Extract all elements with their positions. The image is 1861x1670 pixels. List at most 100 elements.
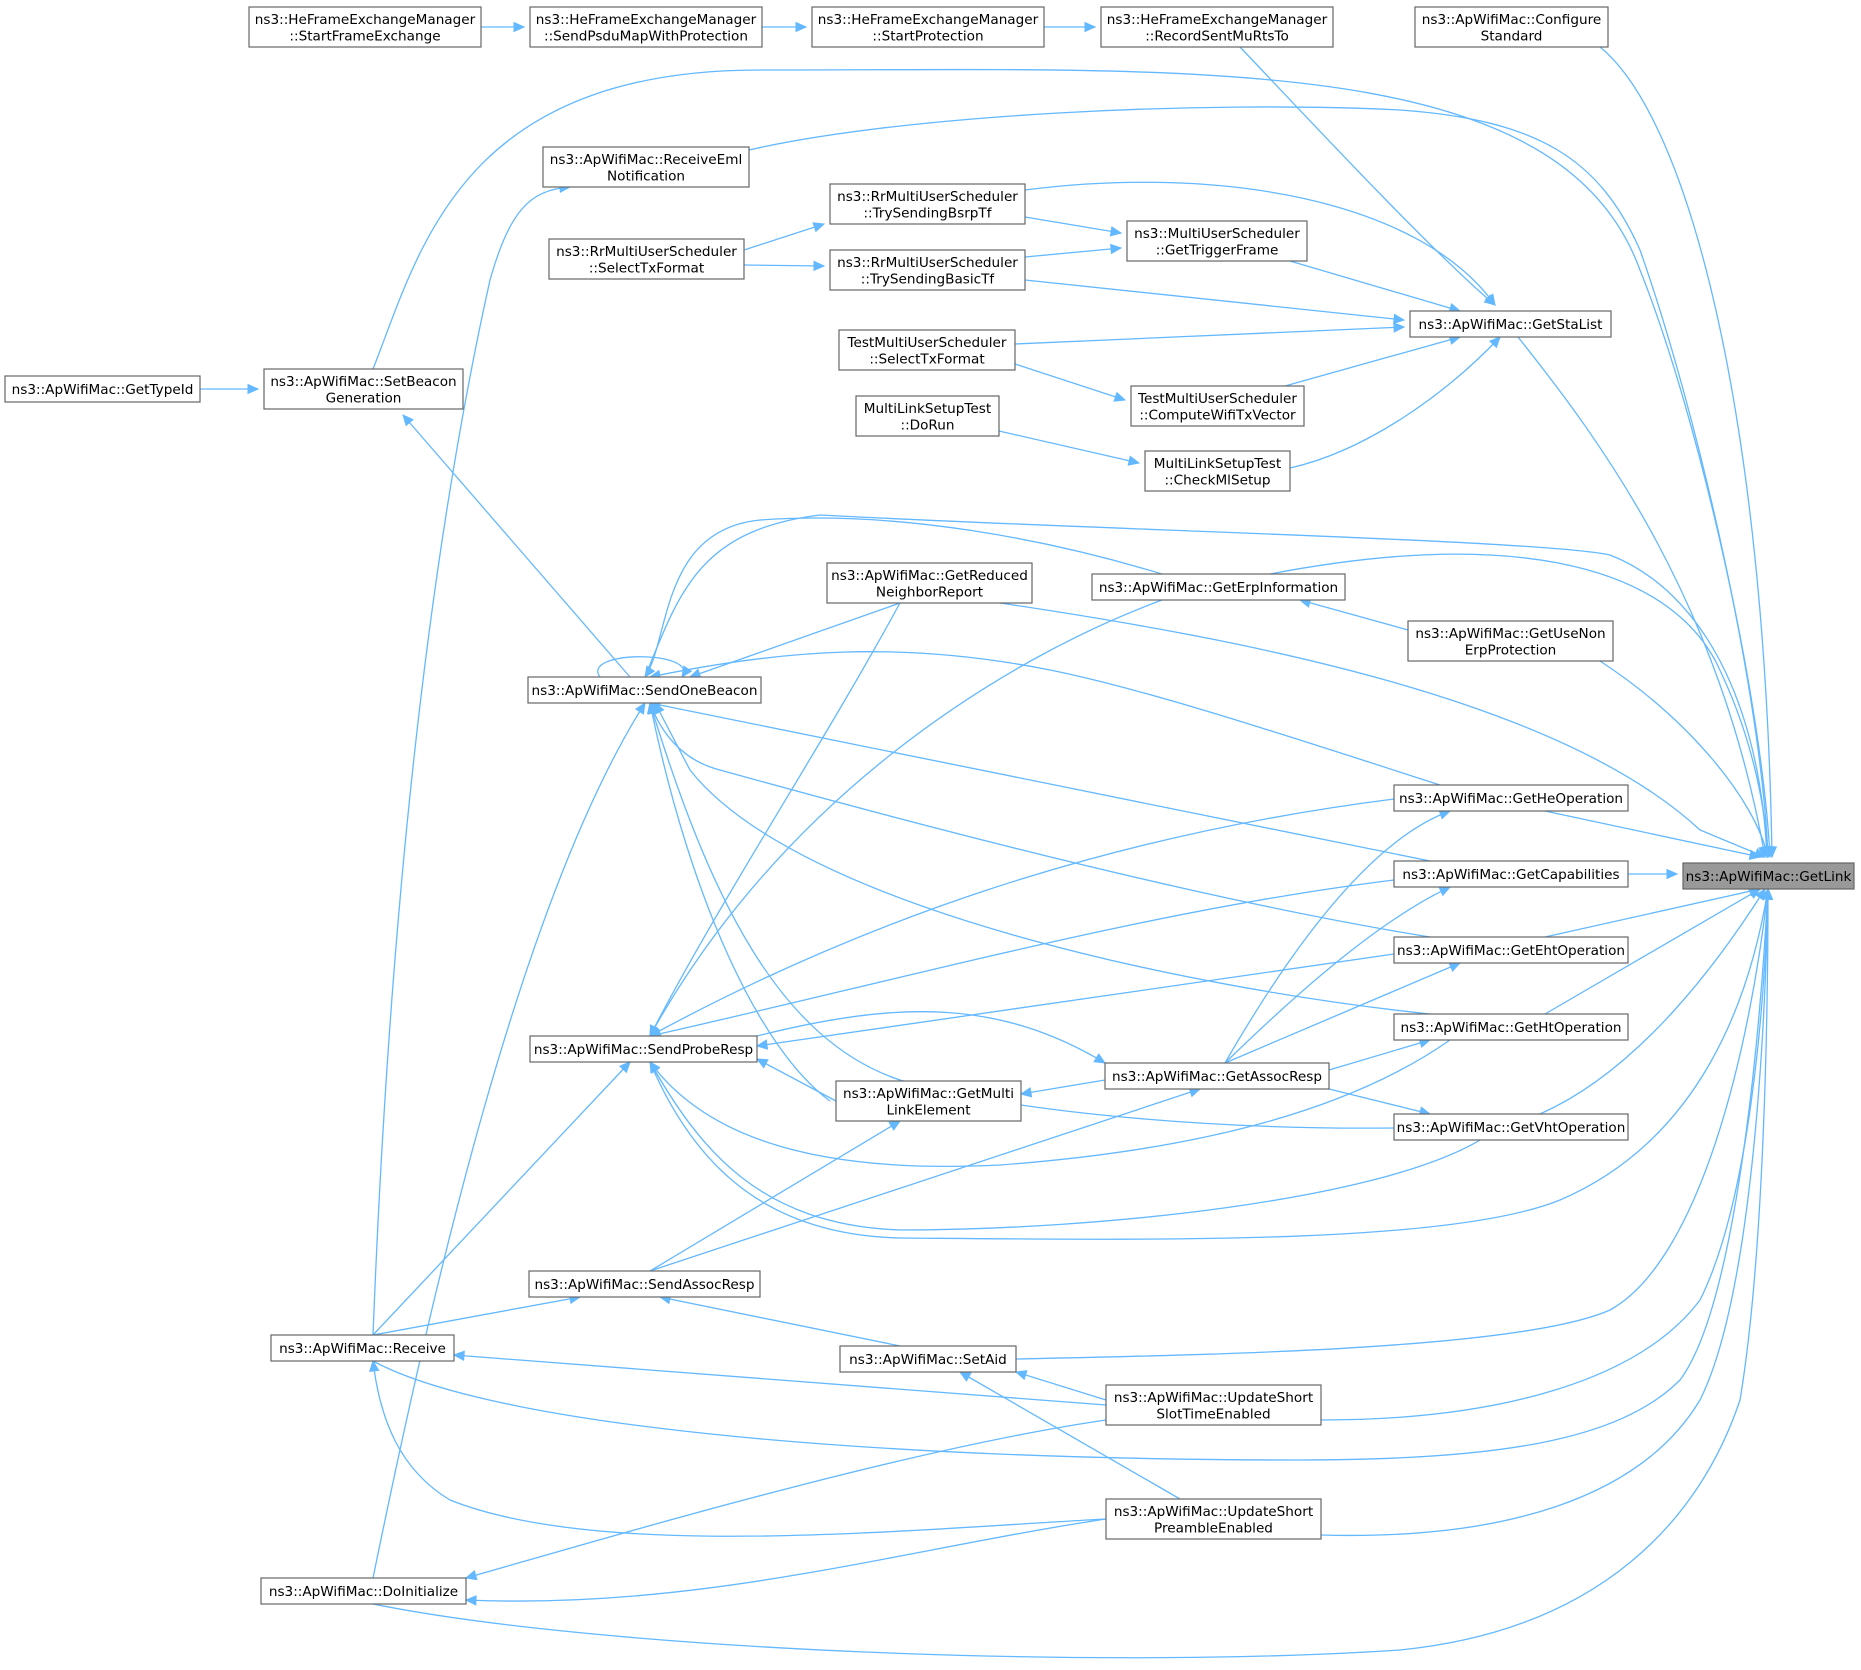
edge-line (1544, 810, 1761, 858)
node-getvhtop[interactable]: ns3::ApWifiMac::GetVhtOperation (1393, 1113, 1629, 1141)
edge-arrowhead (464, 1570, 478, 1581)
edge-line (372, 888, 1769, 1461)
node-doinit[interactable]: ns3::ApWifiMac::DoInitialize (260, 1577, 467, 1605)
call-edge-sendassoc-to-getmulti (649, 1120, 902, 1272)
node-mlst_check[interactable]: MultiLinkSetupTest::CheckMlSetup (1144, 450, 1291, 492)
edge-arrowhead (755, 1058, 769, 1069)
node-box (1105, 1384, 1322, 1426)
edge-arrowhead (1438, 886, 1452, 897)
node-test_compute[interactable]: TestMultiUserScheduler::ComputeWifiTxVec… (1130, 385, 1305, 427)
call-edge-getcap-to-sendonebeacon (648, 699, 1431, 862)
node-mus_trigger[interactable]: ns3::MultiUserScheduler::GetTriggerFrame (1126, 220, 1308, 262)
node-gethtop[interactable]: ns3::ApWifiMac::GetHtOperation (1393, 1013, 1629, 1041)
edge-arrowhead (644, 665, 656, 679)
edge-arrowhead (1760, 845, 1771, 859)
node-label: ns3::ApWifiMac::GetReduced (831, 568, 1028, 584)
node-box (248, 6, 482, 48)
call-edge-rr_bsrp-to-getstalist (1024, 181, 1496, 306)
edge-line (1239, 46, 1496, 306)
edge-line (743, 223, 825, 251)
edge-line (999, 602, 1766, 858)
call-edge-updateslot-to-getlink (1320, 887, 1773, 1421)
call-edge-geterp-to-sendonebeacon (644, 517, 1163, 679)
node-rr_select[interactable]: ns3::RrMultiUserScheduler::SelectTxForma… (548, 238, 745, 280)
edge-line (1015, 1371, 1107, 1401)
node-box (263, 368, 464, 410)
node-geterp[interactable]: ns3::ApWifiMac::GetErpInformation (1091, 573, 1346, 601)
node-test_select[interactable]: TestMultiUserScheduler::SelectTxFormat (838, 329, 1016, 371)
node-getheop[interactable]: ns3::ApWifiMac::GetHeOperation (1393, 784, 1629, 812)
node-label: ::StartFrameExchange (289, 28, 440, 44)
node-getlink[interactable]: ns3::ApWifiMac::GetLink (1682, 862, 1855, 890)
node-label: ::CheckMlSetup (1164, 472, 1270, 488)
edge-arrowhead (1093, 1053, 1107, 1064)
edge-arrowhead (1748, 849, 1762, 860)
edge-line (1015, 888, 1769, 1360)
node-label: ns3::ApWifiMac::SendProbeResp (534, 1042, 753, 1058)
node-label: ns3::ApWifiMac::GetEhtOperation (1397, 943, 1625, 959)
edge-arrowhead (795, 21, 808, 33)
node-label: ns3::ApWifiMac::SetBeacon (270, 374, 456, 390)
edge-line (402, 414, 631, 678)
call-edge-geterp-to-getsendprobe (649, 599, 1163, 1038)
node-updatepreamble[interactable]: ns3::ApWifiMac::UpdateShortPreambleEnabl… (1105, 1498, 1322, 1540)
node-rr_basic[interactable]: ns3::RrMultiUserScheduler::TrySendingBas… (829, 249, 1026, 291)
node-label: Standard (1481, 28, 1543, 44)
node-box (528, 1270, 761, 1298)
call-edge-getvhtop-to-getsendprobe (649, 1060, 1481, 1231)
node-box (1407, 620, 1614, 662)
node-gettypeid[interactable]: ns3::ApWifiMac::GetTypeId (4, 375, 201, 403)
call-edge-getcap-to-getlink (1628, 868, 1679, 880)
node-label: Generation (326, 390, 402, 406)
node-hfem_start[interactable]: ns3::HeFrameExchangeManager::StartFrameE… (248, 6, 482, 48)
node-box (1091, 573, 1346, 601)
edge-arrowhead (1014, 1370, 1028, 1381)
node-rr_bsrp[interactable]: ns3::RrMultiUserScheduler::TrySendingBsr… (829, 183, 1026, 225)
node-mlst_dorun[interactable]: MultiLinkSetupTest::DoRun (855, 395, 1000, 437)
call-edge-getusenon-to-geterp (1298, 597, 1409, 631)
node-box (1105, 1498, 1322, 1540)
node-box (260, 1577, 467, 1605)
edge-line (1020, 1079, 1106, 1095)
edge-line (597, 656, 685, 678)
node-getassoc[interactable]: ns3::ApWifiMac::GetAssocResp (1104, 1062, 1330, 1090)
edge-line (998, 430, 1140, 464)
node-sendonebeacon[interactable]: ns3::ApWifiMac::SendOneBeacon (527, 676, 762, 704)
node-label: ::GetTriggerFrame (1156, 242, 1279, 258)
node-getstalist[interactable]: ns3::ApWifiMac::GetStaList (1409, 310, 1612, 338)
node-hfem_sendpsdu[interactable]: ns3::HeFrameExchangeManager::SendPsduMap… (529, 6, 763, 48)
node-receive[interactable]: ns3::ApWifiMac::Receive (270, 1334, 455, 1362)
node-hfem_startprot[interactable]: ns3::HeFrameExchangeManager::StartProtec… (811, 6, 1045, 48)
node-label: TestMultiUserScheduler (846, 335, 1006, 351)
node-box (548, 238, 745, 280)
edge-line (1269, 553, 1769, 858)
node-label: MultiLinkSetupTest (864, 401, 991, 417)
call-edge-rr_select-to-rr_bsrp (743, 222, 826, 251)
node-setaid[interactable]: ns3::ApWifiMac::SetAid (839, 1345, 1017, 1373)
edge-line (1014, 326, 1405, 345)
node-hfem_record[interactable]: ns3::HeFrameExchangeManager::RecordSentM… (1100, 6, 1334, 48)
call-edge-getvhtop-to-getlink (1539, 887, 1766, 1115)
call-edge-getassoc-to-gethtop (1328, 1037, 1432, 1071)
node-sendassoc[interactable]: ns3::ApWifiMac::SendAssocResp (528, 1270, 761, 1298)
node-getehtop[interactable]: ns3::ApWifiMac::GetEhtOperation (1393, 936, 1629, 964)
node-label: ns3::ApWifiMac::SendOneBeacon (532, 683, 758, 699)
node-label: NeighborReport (876, 584, 983, 600)
node-label: ns3::ApWifiMac::ReceiveEml (550, 152, 742, 168)
call-edge-getheop-to-getsendprobe (648, 798, 1395, 1037)
node-updateslot[interactable]: ns3::ApWifiMac::UpdateShortSlotTimeEnabl… (1105, 1384, 1322, 1426)
edge-arrowhead (812, 222, 826, 233)
node-label: ns3::HeFrameExchangeManager (255, 12, 476, 28)
call-edge-updateslot-to-setaid (1014, 1370, 1107, 1401)
edge-line (1024, 216, 1122, 234)
node-getcap[interactable]: ns3::ApWifiMac::GetCapabilities (1393, 860, 1629, 888)
node-getsendprobe[interactable]: ns3::ApWifiMac::SendProbeResp (529, 1035, 758, 1063)
node-box (1682, 862, 1855, 890)
call-edge-getreduced-to-getlink (999, 602, 1767, 858)
